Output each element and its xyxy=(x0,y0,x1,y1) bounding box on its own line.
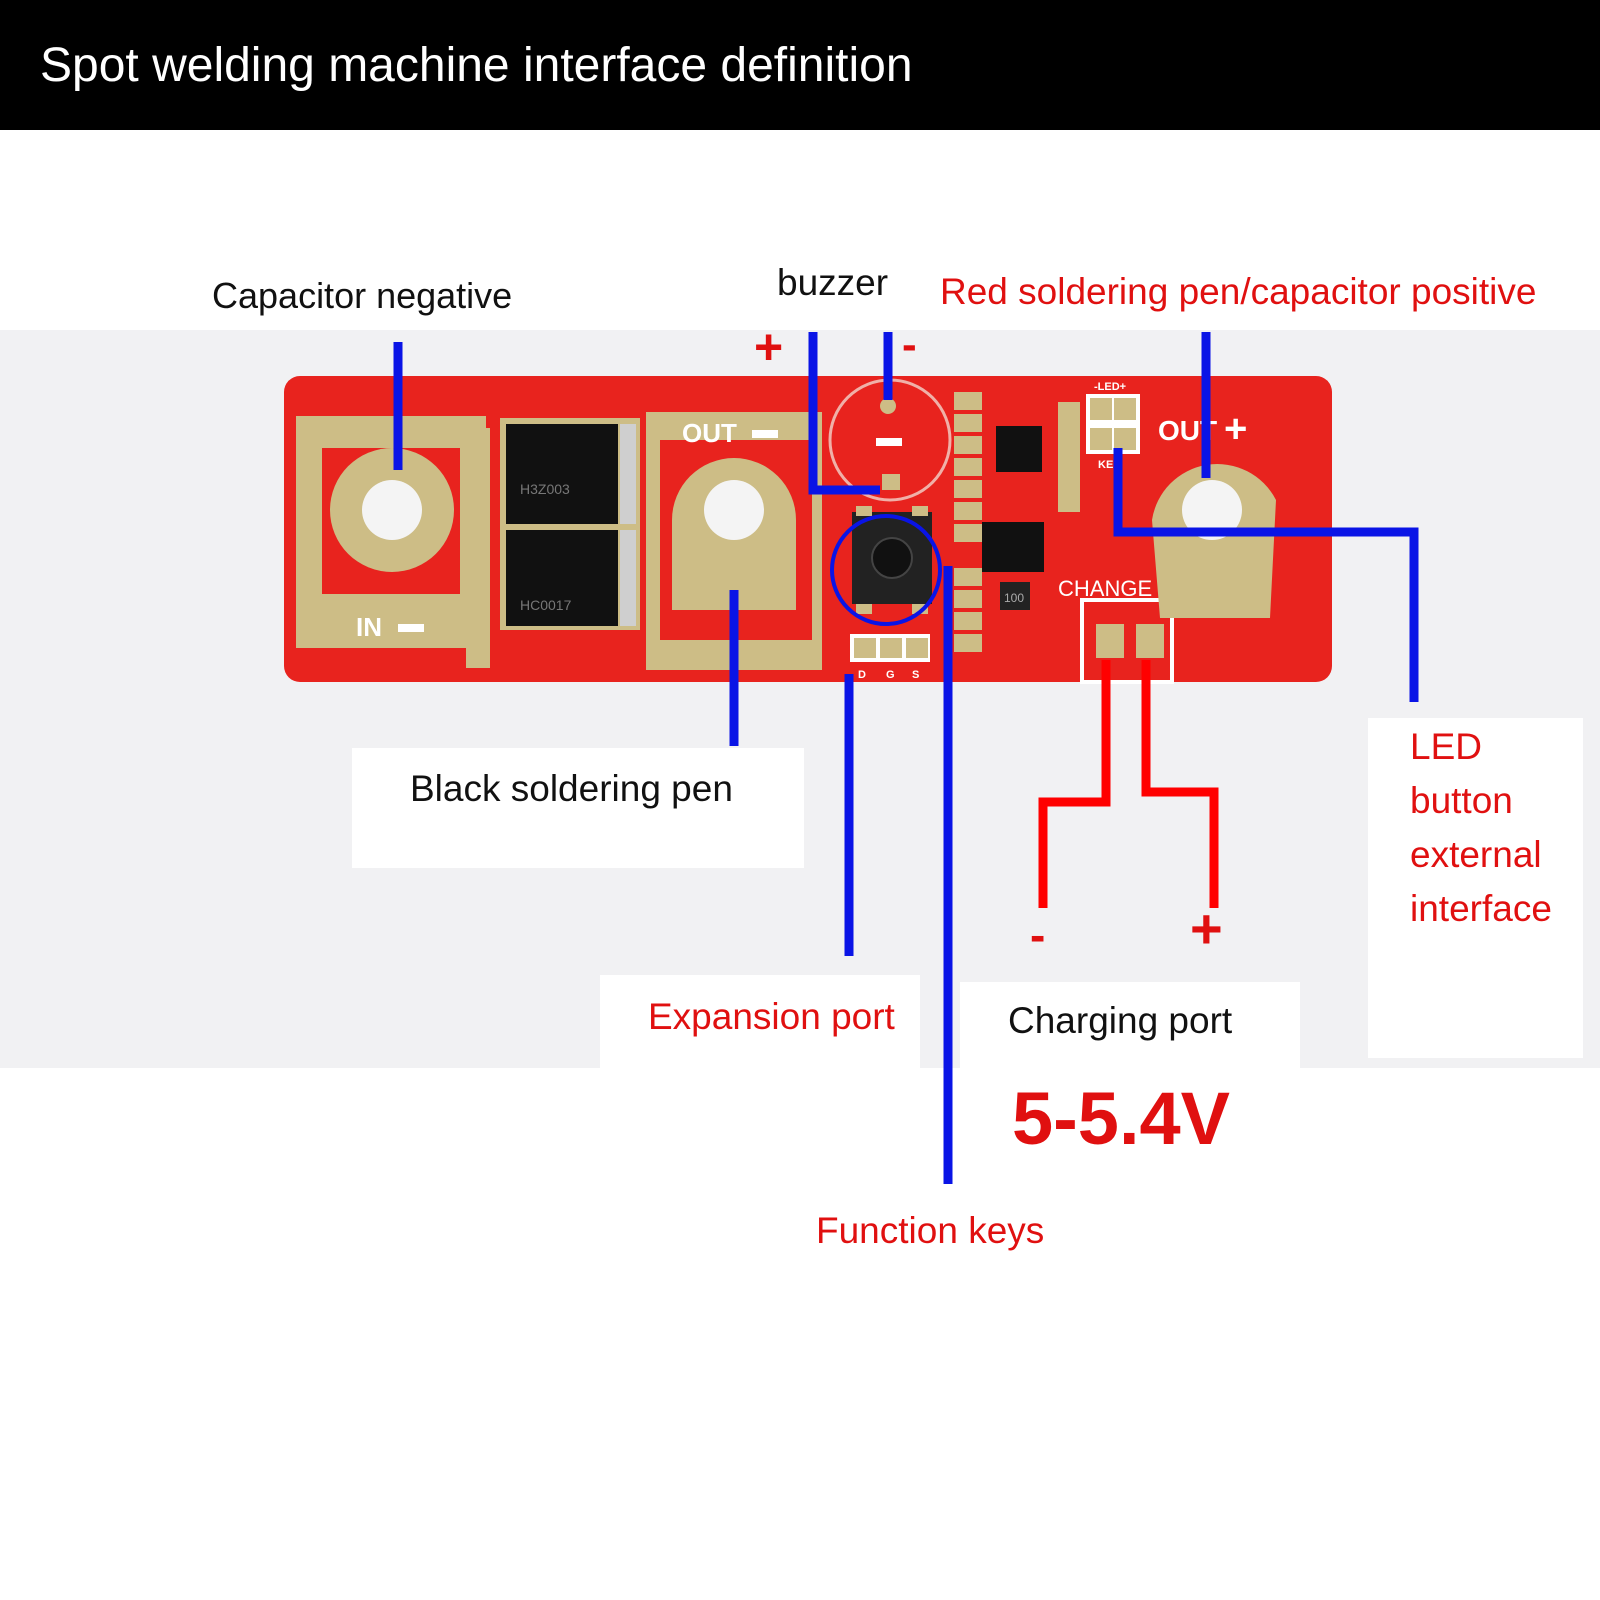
dgs-header xyxy=(850,634,930,662)
leader-charge-minus xyxy=(1038,660,1111,908)
led-line-1: LED xyxy=(1410,726,1482,767)
leader-led-interface xyxy=(1113,448,1419,702)
led-label: -LED+ xyxy=(1094,381,1126,393)
label-led-interface: LED button external interface xyxy=(1410,720,1552,936)
chip-100-text: 100 xyxy=(1004,591,1024,605)
expansion-label-box xyxy=(600,975,920,1068)
function-key-highlight xyxy=(830,514,942,626)
label-capacitor-negative: Capacitor negative xyxy=(212,275,513,316)
mosfet-chips: H3Z003 HC0017 xyxy=(500,418,640,630)
label-function-keys: Function keys xyxy=(816,1210,1045,1251)
buzzer-minus-sign: - xyxy=(902,320,917,369)
label-black-pen: Black soldering pen xyxy=(410,768,733,809)
out-plus-pad xyxy=(1152,464,1276,618)
leader-charge-plus xyxy=(1141,660,1219,908)
blue-leader-lines xyxy=(393,332,1419,1184)
charge-minus-sign: - xyxy=(1030,909,1046,961)
led-label-box xyxy=(1368,718,1583,1058)
led-line-3: external xyxy=(1410,834,1542,875)
label-expansion-port: Expansion port xyxy=(648,996,895,1037)
buzzer-plus-sign: + xyxy=(754,319,784,375)
change-label: CHANGE xyxy=(1058,576,1152,601)
label-red-pen: Red soldering pen/capacitor positive xyxy=(940,271,1537,312)
dgs-label-s: S xyxy=(912,669,919,681)
chip-1-text: H3Z003 xyxy=(520,481,570,497)
in-minus-pad xyxy=(296,416,490,668)
black-pen-label-box xyxy=(352,748,804,868)
led-line-2: button xyxy=(1410,780,1513,821)
out-plus-mark: + xyxy=(1224,407,1247,451)
page-title: Spot welding machine interface definitio… xyxy=(40,39,913,92)
component-column xyxy=(954,392,982,652)
in-minus-mark xyxy=(398,624,424,632)
charging-label-box xyxy=(960,982,1300,1068)
led-key-header xyxy=(1086,394,1140,454)
dgs-label-d: D xyxy=(858,669,866,681)
out-minus-mark xyxy=(752,430,778,438)
charge-plus-sign: + xyxy=(1190,897,1223,960)
dgs-label-g: G xyxy=(886,669,895,681)
out-minus-label: OUT xyxy=(682,418,737,448)
label-charging-port: Charging port xyxy=(1008,1000,1233,1041)
in-label: IN xyxy=(356,612,382,642)
ic-chips: 100 xyxy=(982,402,1080,610)
label-voltage: 5-5.4V xyxy=(1012,1077,1231,1160)
leader-buzzer-plus xyxy=(808,332,880,495)
led-line-4: interface xyxy=(1410,888,1552,929)
charge-connector xyxy=(1080,598,1174,684)
red-leader-lines xyxy=(1038,660,1219,908)
label-buzzer: buzzer xyxy=(777,262,889,303)
chip-2-text: HC0017 xyxy=(520,597,572,613)
header-bar: Spot welding machine interface definitio… xyxy=(0,0,1600,130)
